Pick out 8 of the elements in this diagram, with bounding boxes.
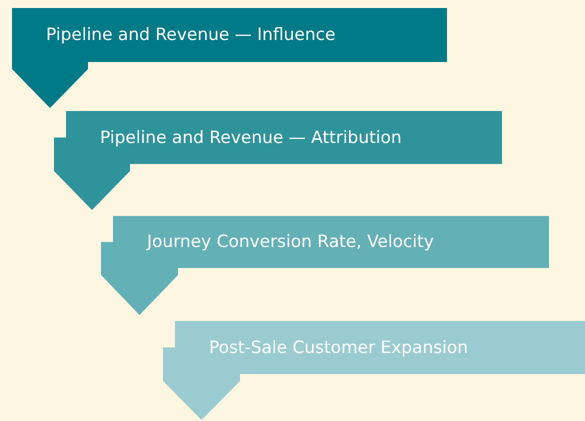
bent-arrow-banner [101, 216, 549, 315]
banner-text: Journey Conversion Rate, Velocity [147, 231, 434, 253]
banner-text: Pipeline and Revenue — Attribution [100, 126, 402, 148]
bent-arrow-banner [163, 321, 585, 420]
banner-text: Post-Sale Customer Expansion [209, 336, 468, 358]
bent-arrow-banner [12, 8, 447, 108]
bent-arrow-banner [54, 111, 502, 210]
banner-text: Pipeline and Revenue — Influence [46, 24, 336, 46]
